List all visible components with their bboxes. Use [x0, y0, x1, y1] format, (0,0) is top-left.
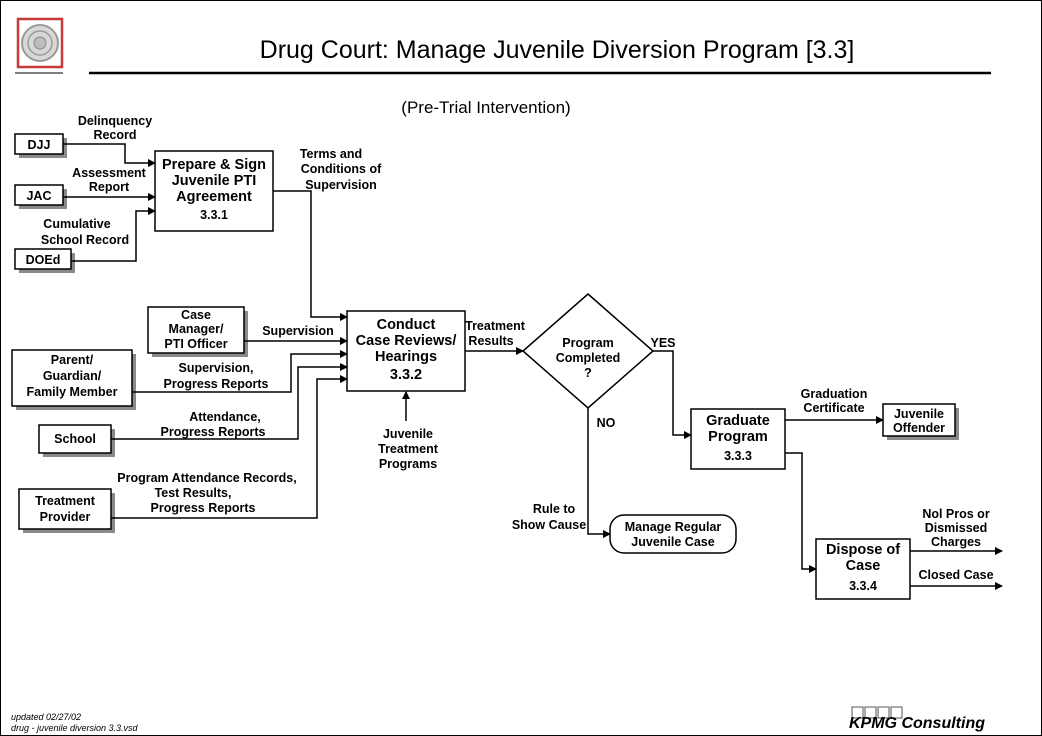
kpmg-logo-icon — [851, 706, 903, 719]
entity-jac: JAC — [14, 184, 67, 209]
label-processes-p331-0: Prepare & Sign — [162, 157, 266, 173]
label-flows-cumulative-1: School Record — [41, 233, 129, 247]
flow-yes — [653, 350, 692, 439]
label-flows-rule-to-show-cause-1: Show Cause — [512, 518, 586, 532]
label-flows-closed-case: Closed Case — [918, 568, 993, 582]
label-external-entities-jac: JAC — [26, 189, 51, 203]
label-processes-p333-1: Program — [708, 429, 768, 445]
footer-updated: updated 02/27/02 — [11, 712, 81, 722]
label-processes-p332-2: Hearings — [375, 349, 437, 365]
label-external-entities-case-manager-2: PTI Officer — [164, 337, 227, 351]
label-flows-program-attendance-1: Test Results, — [155, 486, 232, 500]
label-external-entities-case-manager-0: Case — [181, 308, 211, 322]
label-flows-graduation-certificate-1: Certificate — [803, 401, 864, 415]
label-processes-p334-1: Case — [846, 558, 881, 574]
label-flows-terms-0: Terms and — [300, 147, 362, 161]
entity-case-manager: Case Manager/ PTI Officer — [147, 306, 248, 357]
label-flows-delinquency-1: Record — [93, 128, 136, 142]
label-flows-nol-pros-0: Nol Pros or — [922, 507, 990, 521]
footer-file: drug - juvenile diversion 3.3.vsd — [11, 723, 139, 733]
label-flows-cumulative-0: Cumulative — [43, 217, 110, 231]
subtitle: (Pre-Trial Intervention) — [401, 98, 570, 117]
court-seal-logo — [16, 17, 64, 69]
label-processes-p331-3: 3.3.1 — [200, 208, 228, 222]
label-processes-p333-2: 3.3.3 — [724, 449, 752, 463]
label-flows-program-attendance-2: Progress Reports — [151, 501, 256, 515]
brand-wordmark: KPMG Consulting — [849, 715, 985, 732]
label-flows-supervision: Supervision — [262, 324, 334, 338]
entity-parent: Parent/ Guardian/ Family Member — [11, 349, 136, 410]
process-3-3-2: Conduct Case Reviews/ Hearings 3.3.2 — [346, 310, 466, 392]
label-flows-treatment-results-0: Treatment — [465, 319, 526, 333]
label-flows-assessment-0: Assessment — [72, 166, 146, 180]
label-external-entities-djj: DJJ — [28, 138, 51, 152]
label-processes-p331-1: Juvenile PTI — [172, 173, 257, 189]
label-external-entities-juvenile-offender-0: Juvenile — [894, 407, 944, 421]
label-processes-p331-2: Agreement — [176, 189, 252, 205]
label-decision-2: ? — [584, 366, 592, 380]
label-decision-0: Program — [562, 336, 613, 350]
decision-program-completed: Program Completed ? — [521, 293, 655, 409]
label-flows-juvenile-programs-1: Treatment — [378, 442, 439, 456]
process-3-3-1: Prepare & Sign Juvenile PTI Agreement 3.… — [154, 150, 274, 232]
label-processes-p332-3: 3.3.2 — [390, 367, 422, 383]
flow-supervision-progress — [132, 350, 348, 393]
label-flows-supervision-progress-0: Supervision, — [178, 361, 253, 375]
label-external-entities-treatment-provider-0: Treatment — [35, 494, 96, 508]
label-processes-p332-0: Conduct — [377, 317, 436, 333]
label-processes-manage-regular-1: Juvenile Case — [631, 535, 714, 549]
label-flows-terms-2: Supervision — [305, 178, 377, 192]
label-flows-delinquency-0: Delinquency — [78, 114, 152, 128]
label-processes-p334-2: 3.3.4 — [849, 579, 877, 593]
label-flows-nol-pros-1: Dismissed — [925, 521, 988, 535]
label-flows-juvenile-programs-0: Juvenile — [383, 427, 433, 441]
label-flows-assessment-1: Report — [89, 180, 130, 194]
flow-attendance-progress — [111, 363, 348, 440]
label-flows-juvenile-programs-2: Programs — [379, 457, 437, 471]
label-flows-treatment-results-1: Results — [468, 334, 513, 348]
page-title: Drug Court: Manage Juvenile Diversion Pr… — [260, 36, 855, 64]
entity-doed: DOEd — [14, 248, 75, 273]
process-3-3-3: Graduate Program 3.3.3 — [690, 408, 786, 470]
entity-school: School — [38, 424, 115, 457]
label-processes-p334-0: Dispose of — [826, 542, 900, 558]
flow-graduate-to-dispose — [785, 452, 817, 573]
label-flows-graduation-certificate-0: Graduation — [801, 387, 868, 401]
label-flows-yes: YES — [650, 336, 675, 350]
label-processes-p333-0: Graduate — [706, 413, 770, 429]
flow-program-attendance — [111, 375, 348, 519]
label-flows-attendance-1: Progress Reports — [161, 425, 266, 439]
label-flows-rule-to-show-cause-0: Rule to — [533, 502, 576, 516]
flow-delinquency-record — [63, 143, 156, 167]
flow-terms-conditions — [273, 190, 348, 321]
label-external-entities-treatment-provider-1: Provider — [40, 510, 91, 524]
label-decision-1: Completed — [556, 351, 621, 365]
entity-treatment-provider: Treatment Provider — [18, 488, 115, 533]
label-external-entities-parent-1: Guardian/ — [43, 369, 102, 383]
label-external-entities-doed: DOEd — [26, 253, 61, 267]
label-flows-nol-pros-2: Charges — [931, 535, 981, 549]
entity-djj: DJJ — [14, 133, 67, 158]
label-flows-supervision-progress-1: Progress Reports — [164, 377, 269, 391]
label-external-entities-school: School — [54, 432, 96, 446]
label-flows-no: NO — [597, 416, 616, 430]
label-external-entities-parent-0: Parent/ — [51, 353, 94, 367]
label-flows-terms-1: Conditions of — [301, 162, 382, 176]
label-processes-manage-regular-0: Manage Regular — [625, 520, 722, 534]
label-processes-p332-1: Case Reviews/ — [356, 333, 457, 349]
label-external-entities-juvenile-offender-1: Offender — [893, 421, 945, 435]
entity-juvenile-offender: Juvenile Offender — [882, 403, 959, 440]
process-3-3-4: Dispose of Case 3.3.4 — [815, 538, 911, 600]
flow-no-rule-to-show-cause — [587, 408, 611, 538]
label-external-entities-parent-2: Family Member — [26, 385, 117, 399]
label-flows-attendance-0: Attendance, — [189, 410, 261, 424]
process-manage-regular-juvenile-case: Manage Regular Juvenile Case — [609, 514, 737, 554]
label-flows-program-attendance-0: Program Attendance Records, — [117, 471, 296, 485]
label-external-entities-case-manager-1: Manager/ — [169, 322, 224, 336]
flow-cumulative-school-record — [71, 207, 156, 262]
